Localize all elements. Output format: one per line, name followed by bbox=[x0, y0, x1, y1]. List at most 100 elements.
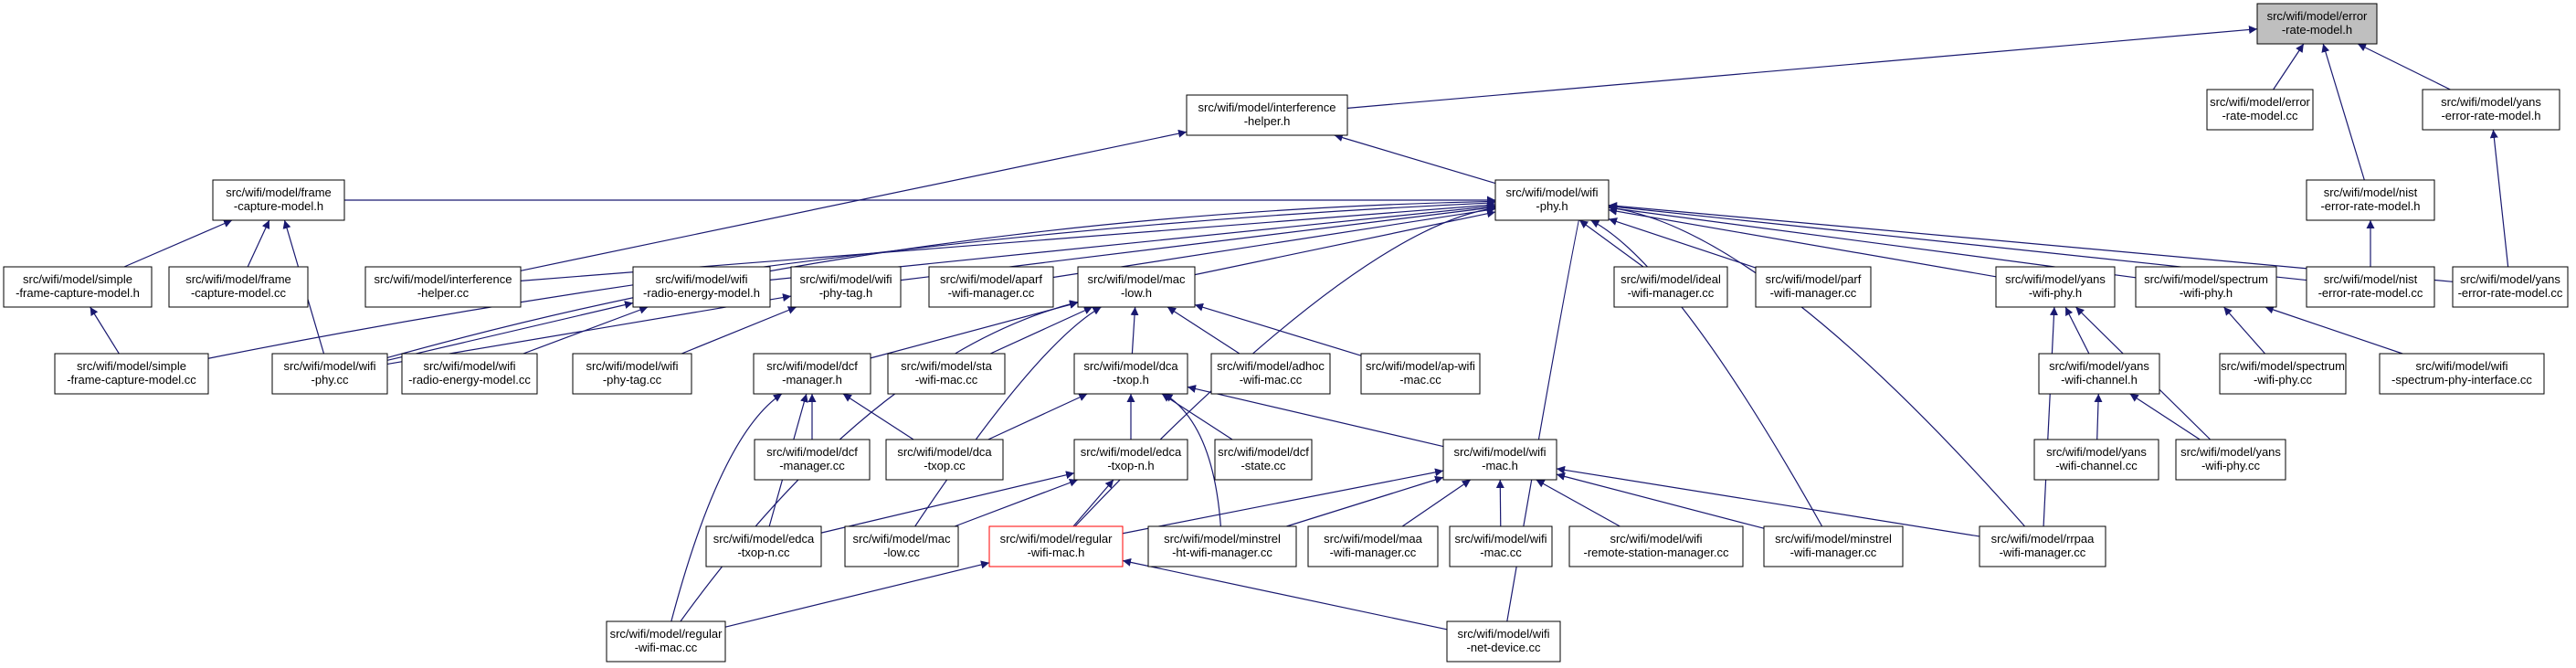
node-box bbox=[572, 353, 692, 395]
include-edge-simple-frame-capture-model-cc-to-simple-frame-capture-model-h bbox=[90, 306, 120, 355]
node-label-line: -helper.h bbox=[1244, 114, 1291, 128]
node-label-line: -error-rate-model.cc bbox=[2458, 286, 2563, 300]
node-label-line: -wifi-phy.h bbox=[2029, 286, 2082, 300]
node-label-line: src/wifi/model/edca bbox=[1081, 445, 1182, 459]
file-node-error-rate-model-cc[interactable]: src/wifi/model/error-rate-model.cc bbox=[2206, 89, 2314, 131]
file-node-mac-low-cc[interactable]: src/wifi/model/mac-low.cc bbox=[844, 525, 959, 567]
node-label-line: src/wifi/model/wifi bbox=[799, 272, 892, 286]
include-edge-yans-error-rate-model-cc-to-yans-error-rate-model-h bbox=[2489, 129, 2509, 268]
file-node-interference-helper-cc[interactable]: src/wifi/model/interference-helper.cc bbox=[364, 266, 522, 308]
file-node-regular-wifi-mac-h[interactable]: src/wifi/model/regular-wifi-mac.h bbox=[988, 525, 1124, 567]
node-label-line: -wifi-mac.cc bbox=[915, 373, 978, 387]
file-node-regular-wifi-mac-cc[interactable]: src/wifi/model/regular-wifi-mac.cc bbox=[606, 620, 726, 663]
file-node-error-rate-model-h[interactable]: src/wifi/model/error-rate-model.h bbox=[2256, 3, 2378, 45]
node-box bbox=[606, 620, 726, 663]
file-node-dcf-manager-cc[interactable]: src/wifi/model/dcf-manager.cc bbox=[754, 439, 871, 481]
node-label-line: -radio-energy-model.h bbox=[643, 286, 760, 300]
node-label-line: -wifi-phy.cc bbox=[2201, 459, 2261, 472]
file-node-yans-wifi-phy-cc[interactable]: src/wifi/model/yans-wifi-phy.cc bbox=[2175, 439, 2286, 481]
node-label-line: -frame-capture-model.h bbox=[16, 286, 140, 300]
file-node-adhoc-wifi-mac-cc[interactable]: src/wifi/model/adhoc-wifi-mac.cc bbox=[1210, 353, 1331, 395]
file-node-wifi-phy-cc[interactable]: src/wifi/model/wifi-phy.cc bbox=[271, 353, 388, 395]
node-label-line: -wifi-manager.cc bbox=[948, 286, 1035, 300]
file-node-sta-wifi-mac-cc[interactable]: src/wifi/model/sta-wifi-mac.cc bbox=[887, 353, 1006, 395]
include-edge-interference-helper-h-to-error-rate-model-h bbox=[1346, 25, 2258, 109]
include-edge-ideal-wifi-manager-cc-to-wifi-phy-h bbox=[1578, 219, 1644, 268]
file-node-simple-frame-capture-model-cc[interactable]: src/wifi/model/simple-frame-capture-mode… bbox=[54, 353, 209, 395]
file-node-ap-wifi-mac-cc[interactable]: src/wifi/model/ap-wifi-mac.cc bbox=[1360, 353, 1481, 395]
file-node-ideal-wifi-manager-cc[interactable]: src/wifi/model/ideal-wifi-manager.cc bbox=[1613, 266, 1728, 308]
file-node-wifi-mac-h[interactable]: src/wifi/model/wifi-mac.h bbox=[1442, 439, 1557, 481]
file-node-wifi-mac-cc[interactable]: src/wifi/model/wifi-mac.cc bbox=[1449, 525, 1553, 567]
include-edge-dca-txop-cc-to-dcf-manager-h bbox=[842, 393, 914, 440]
include-edge-mac-low-cc-to-mac-low-h bbox=[914, 306, 1102, 527]
file-node-minstrel-wifi-manager-cc[interactable]: src/wifi/model/minstrel-wifi-manager.cc bbox=[1763, 525, 1904, 567]
include-edge-spectrum-wifi-phy-cc-to-spectrum-wifi-phy-h bbox=[2223, 306, 2265, 355]
node-label-line: -manager.cc bbox=[779, 459, 845, 472]
include-edge-nist-error-rate-model-h-to-error-rate-model-h bbox=[2321, 43, 2365, 181]
node-label-line: src/wifi/model/simple bbox=[77, 359, 186, 373]
node-label-line: -wifi-manager.cc bbox=[2000, 546, 2086, 559]
node-label-line: -phy-tag.h bbox=[819, 286, 873, 300]
file-node-minstrel-ht-wifi-manager-cc[interactable]: src/wifi/model/minstrel-ht-wifi-manager.… bbox=[1147, 525, 1297, 567]
file-node-frame-capture-model-cc[interactable]: src/wifi/model/frame-capture-model.cc bbox=[168, 266, 309, 308]
file-node-dca-txop-h[interactable]: src/wifi/model/dca-txop.h bbox=[1073, 353, 1188, 395]
file-node-dca-txop-cc[interactable]: src/wifi/model/dca-txop.cc bbox=[885, 439, 1004, 481]
file-node-wifi-remote-station-manager-cc[interactable]: src/wifi/model/wifi-remote-station-manag… bbox=[1568, 525, 1744, 567]
file-node-spectrum-wifi-phy-h[interactable]: src/wifi/model/spectrum-wifi-phy.h bbox=[2135, 266, 2277, 308]
file-node-wifi-spectrum-phy-interface-cc[interactable]: src/wifi/model/wifi-spectrum-phy-interfa… bbox=[2379, 353, 2545, 395]
include-edge-wifi-phy-tag-cc-to-wifi-phy-tag-h bbox=[681, 306, 797, 355]
node-label-line: src/wifi/model/nist bbox=[2324, 186, 2418, 199]
node-box bbox=[2206, 89, 2314, 131]
file-node-dcf-state-cc[interactable]: src/wifi/model/dcf-state.cc bbox=[1214, 439, 1313, 481]
include-edge-wifi-remote-station-manager-cc-to-wifi-mac-h bbox=[1536, 479, 1621, 527]
node-label-line: src/wifi/model/maa bbox=[1324, 532, 1422, 546]
file-node-yans-error-rate-model-cc[interactable]: src/wifi/model/yans-error-rate-model.cc bbox=[2452, 266, 2569, 308]
file-node-yans-wifi-phy-h[interactable]: src/wifi/model/yans-wifi-phy.h bbox=[1995, 266, 2116, 308]
node-label-line: src/wifi/model/wifi bbox=[655, 272, 747, 286]
include-edge-adhoc-wifi-mac-cc-to-mac-low-h bbox=[1167, 306, 1240, 355]
file-node-wifi-net-device-cc[interactable]: src/wifi/model/wifi-net-device.cc bbox=[1446, 620, 1561, 663]
file-node-wifi-radio-energy-model-cc[interactable]: src/wifi/model/wifi-radio-energy-model.c… bbox=[401, 353, 538, 395]
include-edge-interference-helper-cc-to-interference-helper-h bbox=[520, 129, 1188, 271]
node-box bbox=[928, 266, 1054, 308]
node-label-line: -wifi-channel.cc bbox=[2055, 459, 2138, 472]
file-node-wifi-radio-energy-model-h[interactable]: src/wifi/model/wifi-radio-energy-model.h bbox=[632, 266, 771, 308]
file-node-wifi-phy-h[interactable]: src/wifi/model/wifi-phy.h bbox=[1494, 179, 1610, 221]
file-node-yans-wifi-channel-h[interactable]: src/wifi/model/yans-wifi-channel.h bbox=[2038, 353, 2160, 395]
node-label-line: src/wifi/model/rrpaa bbox=[1991, 532, 2095, 546]
include-edge-maa-wifi-manager-cc-to-wifi-mac-h bbox=[1401, 479, 1472, 527]
file-node-interference-helper-h[interactable]: src/wifi/model/interference-helper.h bbox=[1186, 94, 1348, 136]
file-node-rrpaa-wifi-manager-cc[interactable]: src/wifi/model/rrpaa-wifi-manager.cc bbox=[1979, 525, 2106, 567]
file-node-mac-low-h[interactable]: src/wifi/model/mac-low.h bbox=[1077, 266, 1196, 308]
file-node-frame-capture-model-h[interactable]: src/wifi/model/frame-capture-model.h bbox=[212, 179, 345, 221]
node-label-line: src/wifi/model/minstrel bbox=[1775, 532, 1892, 546]
file-node-aparf-wifi-manager-cc[interactable]: src/wifi/model/aparf-wifi-manager.cc bbox=[928, 266, 1054, 308]
include-edge-dca-txop-h-to-mac-low-h bbox=[1130, 306, 1139, 355]
node-label-line: src/wifi/model/wifi bbox=[1610, 532, 1702, 546]
node-label-line: -helper.cc bbox=[417, 286, 470, 300]
file-node-parf-wifi-manager-cc[interactable]: src/wifi/model/parf-wifi-manager.cc bbox=[1755, 266, 1872, 308]
file-node-edca-txop-n-cc[interactable]: src/wifi/model/edca-txop-n.cc bbox=[705, 525, 822, 567]
file-node-dcf-manager-h[interactable]: src/wifi/model/dcf-manager.h bbox=[753, 353, 871, 395]
node-label-line: src/wifi/model/error bbox=[2210, 95, 2310, 109]
file-node-nist-error-rate-model-cc[interactable]: src/wifi/model/nist-error-rate-model.cc bbox=[2306, 266, 2435, 308]
file-node-simple-frame-capture-model-h[interactable]: src/wifi/model/simple-frame-capture-mode… bbox=[3, 266, 153, 308]
include-edge-regular-wifi-mac-cc-to-mac-low-h bbox=[680, 300, 1079, 622]
file-node-spectrum-wifi-phy-cc[interactable]: src/wifi/model/spectrum-wifi-phy.cc bbox=[2219, 353, 2347, 395]
file-node-yans-wifi-channel-cc[interactable]: src/wifi/model/yans-wifi-channel.cc bbox=[2033, 439, 2159, 481]
include-edge-ap-wifi-mac-cc-to-mac-low-h bbox=[1194, 302, 1362, 356]
node-box bbox=[2306, 266, 2435, 308]
file-node-maa-wifi-manager-cc[interactable]: src/wifi/model/maa-wifi-manager.cc bbox=[1307, 525, 1439, 567]
node-label-line: -wifi-channel.h bbox=[2061, 373, 2138, 387]
file-node-yans-error-rate-model-h[interactable]: src/wifi/model/yans-error-rate-model.h bbox=[2422, 89, 2560, 131]
file-node-wifi-phy-tag-h[interactable]: src/wifi/model/wifi-phy-tag.h bbox=[790, 266, 902, 308]
file-node-edca-txop-n-h[interactable]: src/wifi/model/edca-txop-n.h bbox=[1073, 439, 1188, 481]
file-node-wifi-phy-tag-cc[interactable]: src/wifi/model/wifi-phy-tag.cc bbox=[572, 353, 692, 395]
node-label-line: src/wifi/model/dca bbox=[1083, 359, 1178, 373]
node-box bbox=[790, 266, 902, 308]
node-label-line: -wifi-manager.cc bbox=[1770, 286, 1857, 300]
include-edge-minstrel-ht-wifi-manager-cc-to-dca-txop-h bbox=[1164, 393, 1221, 527]
file-node-nist-error-rate-model-h[interactable]: src/wifi/model/nist-error-rate-model.h bbox=[2306, 179, 2435, 221]
include-edge-edca-txop-n-cc-to-edca-txop-n-h bbox=[820, 471, 1075, 534]
